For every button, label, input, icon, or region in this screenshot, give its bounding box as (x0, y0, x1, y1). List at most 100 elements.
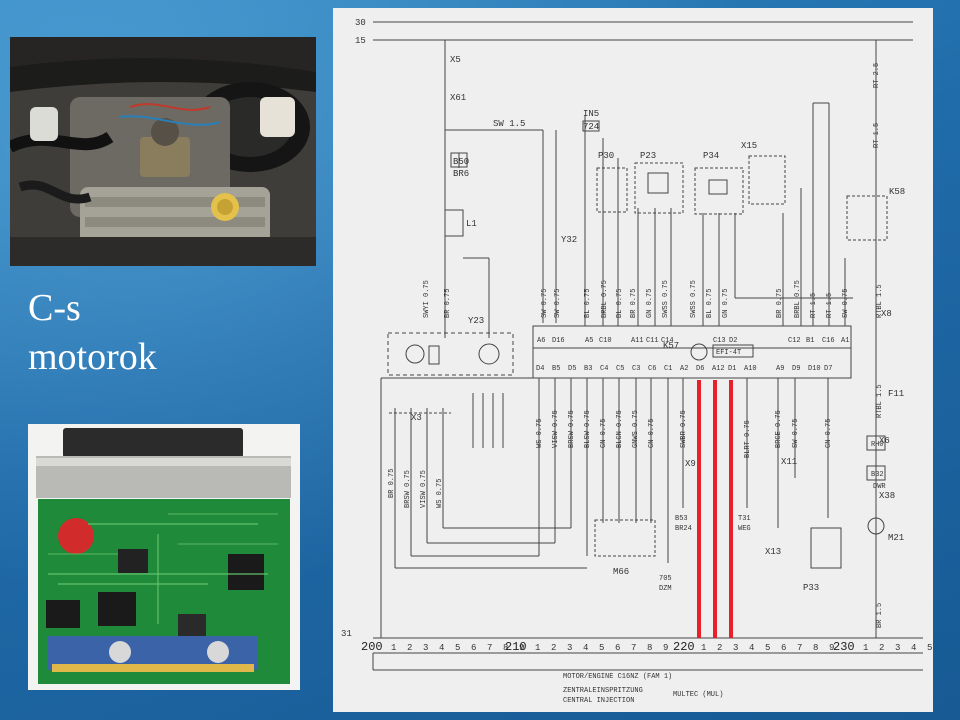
l1-label: L1 (466, 219, 477, 229)
wire-label-top: RT 1.5 (826, 293, 834, 318)
ecu-bottom-pin: D7 (824, 365, 832, 373)
ecu-bottom-pin: C6 (648, 365, 656, 373)
slide-title-line2: motorok (28, 335, 157, 378)
t31-label: T31 (738, 515, 751, 523)
bus-number: 8 (813, 643, 818, 653)
engine-bay-photo (10, 37, 316, 266)
bus-number: 5 (765, 643, 770, 653)
bus-number: 3 (423, 643, 428, 653)
footer-zentral: ZENTRALEINSPRITZUNG (563, 687, 643, 695)
wire-label-top: BL 0.75 (706, 289, 714, 318)
ecu-bottom-pin: C5 (616, 365, 624, 373)
y32-label: Y32 (561, 235, 577, 245)
wire-label-bottom: GN 0.75 (648, 419, 656, 448)
bus-number: 4 (439, 643, 444, 653)
f11-label: F11 (888, 389, 904, 399)
bus-number: 2 (407, 643, 412, 653)
bus-number: 3 (733, 643, 738, 653)
bus-number: 9 (829, 643, 834, 653)
weg-label: WEG (738, 525, 751, 533)
wire-label-top: BR 0.75 (776, 289, 784, 318)
wire-label-top: GN 0.75 (646, 289, 654, 318)
x3-label: X3 (411, 413, 422, 423)
wire-label-bottom: BR 1.5 (876, 603, 884, 628)
dwr-label: DWR (873, 483, 886, 491)
wire-label-top: GN 0.75 (722, 289, 730, 318)
bus-number: 1 (701, 643, 706, 653)
ecu-top-pin: A5 (585, 337, 593, 345)
bus-230-label: 230 (833, 640, 855, 654)
wire-label-bottom: GN 0.75 (825, 419, 833, 448)
bus-number: 1 (863, 643, 868, 653)
rail-15-label: 15 (355, 36, 366, 46)
x8-label: X8 (881, 309, 892, 319)
bus-number: 7 (631, 643, 636, 653)
dzm-label: DZM (659, 585, 672, 593)
wire-label-bottom: VISW 0.75 (420, 470, 428, 508)
wire-label-top: SW 0.75 (554, 289, 562, 318)
ecu-top-pin: C10 (599, 337, 612, 345)
wire-label-top: SW 0.75 (541, 289, 549, 318)
ecu-bottom-pin: C4 (600, 365, 608, 373)
bus-number: 4 (749, 643, 754, 653)
x5-label: X5 (450, 55, 461, 65)
rail-30-label: 30 (355, 18, 366, 28)
br6-label: BR6 (453, 169, 469, 179)
br24-label: BR24 (675, 525, 692, 533)
ecu-top-pin: D2 (729, 337, 737, 345)
x38-label: X38 (879, 491, 895, 501)
bus-number: 4 (583, 643, 588, 653)
wire-label-top: BRBL 0.75 (794, 280, 802, 318)
wiring-schematic: 30 15 31 X5 X61 SW 1.5 B50 BR6 IN5 724 P… (333, 8, 933, 712)
wire-label-top: BL 0.75 (584, 289, 592, 318)
ecu-top-pin: C11 (646, 337, 659, 345)
y23-label: Y23 (468, 316, 484, 326)
ecu-bottom-pin: B5 (552, 365, 560, 373)
x61-label: X61 (450, 93, 466, 103)
wire-label-bottom: BLRT 0.75 (744, 420, 752, 458)
p33-label: P33 (803, 583, 819, 593)
ecu-bottom-pin: A10 (744, 365, 757, 373)
ecu-bottom-pin: B3 (584, 365, 592, 373)
footer-central: CENTRAL INJECTION (563, 697, 634, 705)
bus-number: 2 (879, 643, 884, 653)
ecu-photo-drawing (28, 424, 300, 690)
bus-number: 1 (391, 643, 396, 653)
ecu-top-pin: C14 (661, 337, 674, 345)
wire-label-bottom: GN 0.75 (600, 419, 608, 448)
rh0-label: RH0 (871, 441, 884, 449)
wire-label-top: RTBL 1.5 (876, 284, 884, 318)
ecu-bottom-pin: D9 (792, 365, 800, 373)
b53-label: B53 (675, 515, 688, 523)
ecu-top-pin: A6 (537, 337, 545, 345)
bus-number: 7 (797, 643, 802, 653)
highlight-lines (697, 380, 733, 638)
wire-label-bottom: VISW 0.75 (552, 410, 560, 448)
k58-label: K58 (889, 187, 905, 197)
bus-number: 3 (895, 643, 900, 653)
bus-number: 4 (911, 643, 916, 653)
p30-label: P30 (598, 151, 614, 161)
ecu-bottom-pin: A9 (776, 365, 784, 373)
rt25-label: RT 2.5 (873, 63, 881, 88)
bus-number: 2 (717, 643, 722, 653)
bus-number: 1 (535, 643, 540, 653)
wire-label-bottom: SW 0.75 (792, 419, 800, 448)
z705-label: 705 (659, 575, 672, 583)
ecu-top-pin: C13 (713, 337, 726, 345)
wire-label-bottom: BLGN 0.75 (616, 410, 624, 448)
wire-label-top: RT 1.5 (810, 293, 818, 318)
bus-number: 5 (455, 643, 460, 653)
wire-label-bottom: SWBR 0.75 (680, 410, 688, 448)
bus-number: 9 (519, 643, 524, 653)
n724-label: 724 (583, 122, 599, 132)
wire-label-bottom: BRSW 0.75 (568, 410, 576, 448)
m66-label: M66 (613, 567, 629, 577)
m21-label: M21 (888, 533, 904, 543)
ecu-bottom-pin: D1 (728, 365, 736, 373)
x11-label: X11 (781, 457, 797, 467)
bus-number: 7 (487, 643, 492, 653)
ecu-top-pin: C12 (788, 337, 801, 345)
